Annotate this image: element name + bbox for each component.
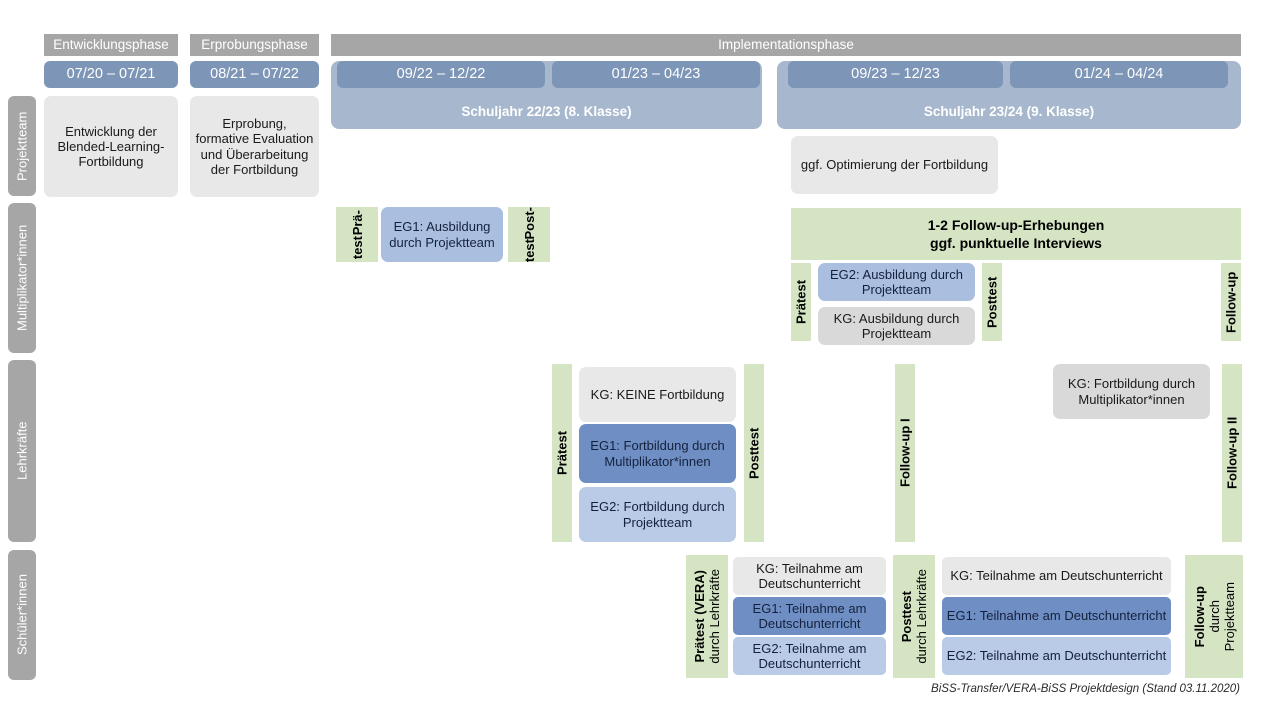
tile-schueler-eg1-2: EG1: Teilnahme am Deutschunterricht [942,597,1171,635]
followup-bold: Follow-up [1191,585,1207,648]
tile-schueler-eg2-1: EG2: Teilnahme am Deutschunterricht [733,637,886,675]
role-label-schueler: Schüler*innen [8,550,36,680]
green-followup-schueler: Follow-up durch Projektteam [1185,555,1243,678]
period-chip-1: 08/21 – 07/22 [190,61,319,88]
followup-band-line-1: 1-2 Follow-up-Erhebungen [927,216,1105,233]
green-followup-1-lehrkraefte: Follow-up I [895,364,915,542]
green-praetest-lehrkraefte: Prätest [552,364,572,542]
tile-mult-kg-ausbildung: KG: Ausbildung durch Projektteam [818,307,975,345]
tile-lehr-kg-fortbildung-multiplikatoren: KG: Fortbildung durch Multiplikator*inne… [1053,364,1210,419]
praetest-vera-sub: durch Lehrkräfte [707,569,722,664]
green-band-followup-erhebungen: 1-2 Follow-up-Erhebungen ggf. punktuelle… [791,208,1241,260]
role-label-lehrkraefte: Lehrkräfte [8,360,36,542]
tile-entwicklung-fortbildung: Entwicklung der Blended-Learning-Fortbil… [44,96,178,197]
green-praetest-vera-schueler: Prätest (VERA) durch Lehrkräfte [686,555,728,678]
period-chip-5: 01/24 – 04/24 [1010,61,1228,88]
followup-sub-2: Projektteam [1221,581,1237,652]
posttest-bold: Posttest [899,590,914,643]
posttest-sub: durch Lehrkräfte [914,569,929,664]
green-posttest-multiplikatoren: Post- test [508,207,550,262]
green-praetest-multiplikatoren: Prä- test [336,207,378,262]
phase-header-erprobungsphase: Erprobungsphase [190,34,319,56]
footer-credit: BiSS-Transfer/VERA-BiSS Projektdesign (S… [931,683,1240,695]
period-chip-0: 07/20 – 07/21 [44,61,178,88]
followup-sub-1: durch [1206,600,1222,633]
tile-optimierung-fortbildung: ggf. Optimierung der Fortbildung [791,136,998,194]
period-chip-3: 01/23 – 04/23 [552,61,760,88]
posttest-line-1: Post- [521,206,537,240]
green-praetest-multiplikatoren-2: Prätest [791,263,811,341]
praetest-vera-bold: Prätest (VERA) [692,570,707,663]
tile-schueler-eg2-2: EG2: Teilnahme am Deutschunterricht [942,637,1171,675]
tile-schueler-eg1-1: EG1: Teilnahme am Deutschunterricht [733,597,886,635]
praetest-line-2: test [349,235,365,259]
period-chip-4: 09/23 – 12/23 [788,61,1003,88]
phase-header-implementationsphase: Implementationsphase [331,34,1241,56]
period-chip-2: 09/22 – 12/22 [337,61,545,88]
green-followup-multiplikatoren: Follow-up [1221,263,1241,341]
tile-lehr-eg1-fortbildung: EG1: Fortbildung durch Multiplikator*inn… [579,424,736,483]
tile-mult-eg1-ausbildung: EG1: Ausbildung durch Projektteam [381,207,503,262]
tile-erprobung-evaluation: Erprobung, formative Evaluation und Über… [190,96,319,197]
praetest-line-1: Prä- [349,210,365,236]
green-posttest-lehrkraefte: Posttest [744,364,764,542]
role-label-projektteam: Projektteam [8,96,36,196]
phase-header-entwicklungsphase: Entwicklungsphase [44,34,178,56]
followup-band-line-2: ggf. punktuelle Interviews [930,235,1102,251]
tile-lehr-eg2-fortbildung: EG2: Fortbildung durch Projektteam [579,487,736,542]
green-followup-2-lehrkraefte: Follow-up II [1222,364,1242,542]
green-posttest-multiplikatoren-2: Posttest [982,263,1002,341]
green-posttest-schueler: Posttest durch Lehrkräfte [893,555,935,678]
tile-lehr-kg-keine-fortbildung: KG: KEINE Fortbildung [579,367,736,422]
posttest-line-2: test [521,239,537,263]
tile-mult-eg2-ausbildung: EG2: Ausbildung durch Projektteam [818,263,975,301]
tile-schueler-kg-2: KG: Teilnahme am Deutschunterricht [942,557,1171,595]
role-label-multiplikatoren: Multiplikator*innen [8,203,36,353]
tile-schueler-kg-1: KG: Teilnahme am Deutschunterricht [733,557,886,595]
